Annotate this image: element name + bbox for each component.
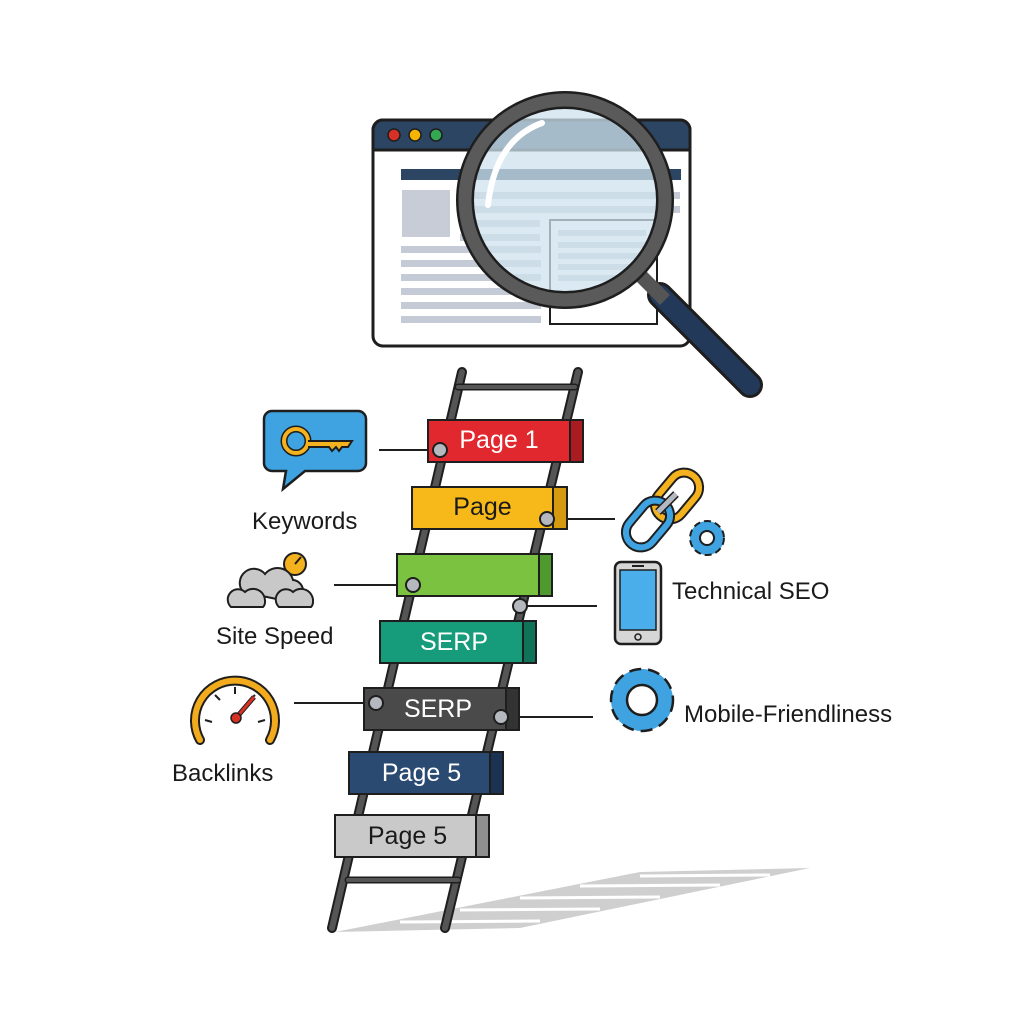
rung-label-1: Page 1	[459, 426, 539, 454]
gear-icon	[609, 667, 675, 733]
backlinks-label: Backlinks	[172, 760, 274, 787]
ladder-rung-5	[363, 687, 520, 731]
rung-label-5: SERP	[403, 695, 473, 723]
ladder-rung-2	[411, 486, 568, 530]
magnifying-glass-icon	[456, 91, 763, 398]
rung-label-4: SERP	[419, 628, 489, 656]
rung-label-7: Page 5	[367, 822, 448, 850]
mobile-friendliness-label: Mobile-Friendliness	[684, 701, 893, 728]
ladder-shadow-rungs	[399, 873, 771, 924]
ladder-rung-6	[348, 751, 504, 795]
ladder-rung-1	[427, 419, 584, 463]
close-dot-icon	[387, 128, 401, 142]
rivets	[368, 442, 555, 725]
minimize-dot-icon	[408, 128, 422, 142]
rung-label-6: Page 5	[381, 759, 462, 787]
clouds-clock-icon	[226, 552, 315, 608]
ladder-rung-3	[396, 553, 553, 597]
technical-seo-label: Technical SEO	[672, 578, 830, 605]
site-speed-label: Site Speed	[216, 623, 334, 650]
smartphone-icon	[613, 560, 663, 646]
rung-label-2: Page	[453, 493, 512, 521]
speedometer-icon	[190, 675, 280, 745]
ladder-rung-4	[379, 620, 537, 664]
maximize-dot-icon	[429, 128, 443, 142]
ladder-rung-7	[334, 814, 490, 858]
chain-link-gear-icon	[620, 467, 725, 556]
key-speech-bubble-icon	[262, 409, 368, 493]
keywords-label: Keywords	[252, 508, 358, 535]
